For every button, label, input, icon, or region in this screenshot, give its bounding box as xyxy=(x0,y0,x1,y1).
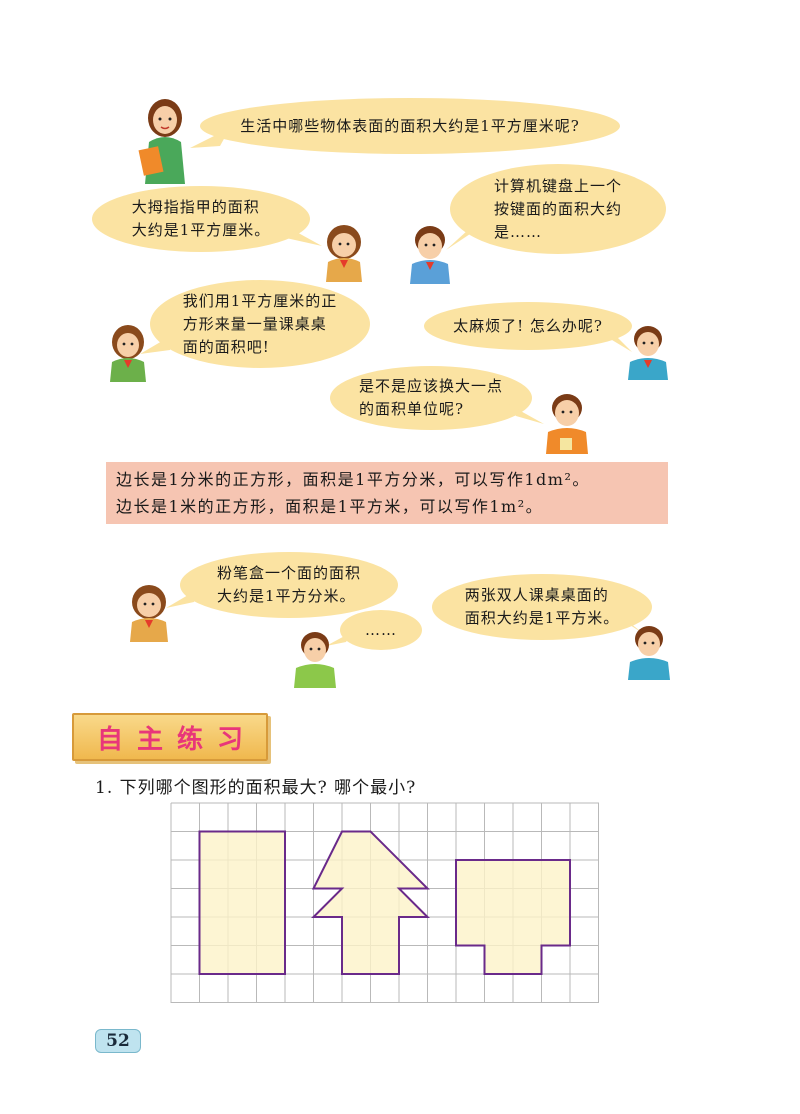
bubble-tail-boy-bigger-unit xyxy=(508,404,544,424)
bubble-tail-boy-desk xyxy=(616,616,644,634)
boy-figure-5 xyxy=(624,622,674,680)
shape-arrow xyxy=(311,830,430,975)
speech-text-girl-chalkbox: 粉笔盒一个面的面积 大约是1平方分米。 xyxy=(216,564,361,605)
speech-bubble-boy-keyboard: 计算机键盘上一个 按键面的面积大约 是…… xyxy=(450,164,666,254)
speech-bubble-girl-measure: 我们用1平方厘米的正 方形来量一量课桌桌 面的面积吧! xyxy=(150,280,370,368)
boy-figure-1 xyxy=(404,222,454,284)
speech-text-boy-bigger-unit: 是不是应该换大一点 的面积单位呢? xyxy=(358,377,503,418)
speech-bubble-girl-fingernail: 大拇指指甲的面积 大约是1平方厘米。 xyxy=(92,186,310,252)
speech-text-girl-fingernail: 大拇指指甲的面积 大约是1平方厘米。 xyxy=(131,198,271,239)
definition-square-meter: 边长是1米的正方形，面积是1平方米，可以写作1m²。 xyxy=(116,497,544,516)
speech-bubble-boy-ellipsis: …… xyxy=(340,610,422,650)
speech-bubble-boy-bigger-unit: 是不是应该换大一点 的面积单位呢? xyxy=(330,366,532,430)
section-title: 自主练习 xyxy=(96,724,257,755)
speech-bubble-girl-chalkbox: 粉笔盒一个面的面积 大约是1平方分米。 xyxy=(180,552,398,618)
teacher-figure xyxy=(135,96,197,184)
speech-bubble-teacher: 生活中哪些物体表面的面积大约是1平方厘米呢? xyxy=(200,98,620,154)
speech-text-boy-desk: 两张双人课桌桌面的 面积大约是1平方米。 xyxy=(464,586,620,627)
boy-figure-4 xyxy=(290,628,340,688)
page-number: 52 xyxy=(95,1029,141,1053)
boy-figure-3 xyxy=(542,390,592,454)
speech-text-teacher: 生活中哪些物体表面的面积大约是1平方厘米呢? xyxy=(240,116,580,135)
section-title-banner: 自主练习 xyxy=(72,713,268,761)
girl-figure-2 xyxy=(104,322,152,382)
bubble-tail-boy-trouble xyxy=(602,334,632,352)
shape-rectangle xyxy=(198,830,286,975)
definition-square-decimeter: 边长是1分米的正方形，面积是1平方分米，可以写作1dm²。 xyxy=(116,470,590,489)
boy-figure-2 xyxy=(624,322,672,380)
speech-text-boy-trouble: 太麻烦了! 怎么办呢? xyxy=(453,316,603,335)
bubble-tail-girl-fingernail xyxy=(282,224,322,246)
shape-t-block xyxy=(455,859,571,975)
speech-text-boy-ellipsis: …… xyxy=(365,620,397,639)
girl-figure-3 xyxy=(122,582,176,642)
speech-text-girl-measure: 我们用1平方厘米的正 方形来量一量课桌桌 面的面积吧! xyxy=(182,291,338,356)
exercise-question: 1. 下列哪个图形的面积最大? 哪个最小? xyxy=(95,778,417,798)
speech-bubble-boy-desk: 两张双人课桌桌面的 面积大约是1平方米。 xyxy=(432,574,652,640)
exercise-grid-figure xyxy=(170,802,599,1003)
bubble-tail-boy-ellipsis xyxy=(326,632,352,646)
speech-bubble-boy-trouble: 太麻烦了! 怎么办呢? xyxy=(424,302,632,350)
definition-box: 边长是1分米的正方形，面积是1平方分米，可以写作1dm²。 边长是1米的正方形，… xyxy=(106,462,668,524)
speech-text-boy-keyboard: 计算机键盘上一个 按键面的面积大约 是…… xyxy=(493,176,622,241)
girl-figure-1 xyxy=(318,222,370,282)
